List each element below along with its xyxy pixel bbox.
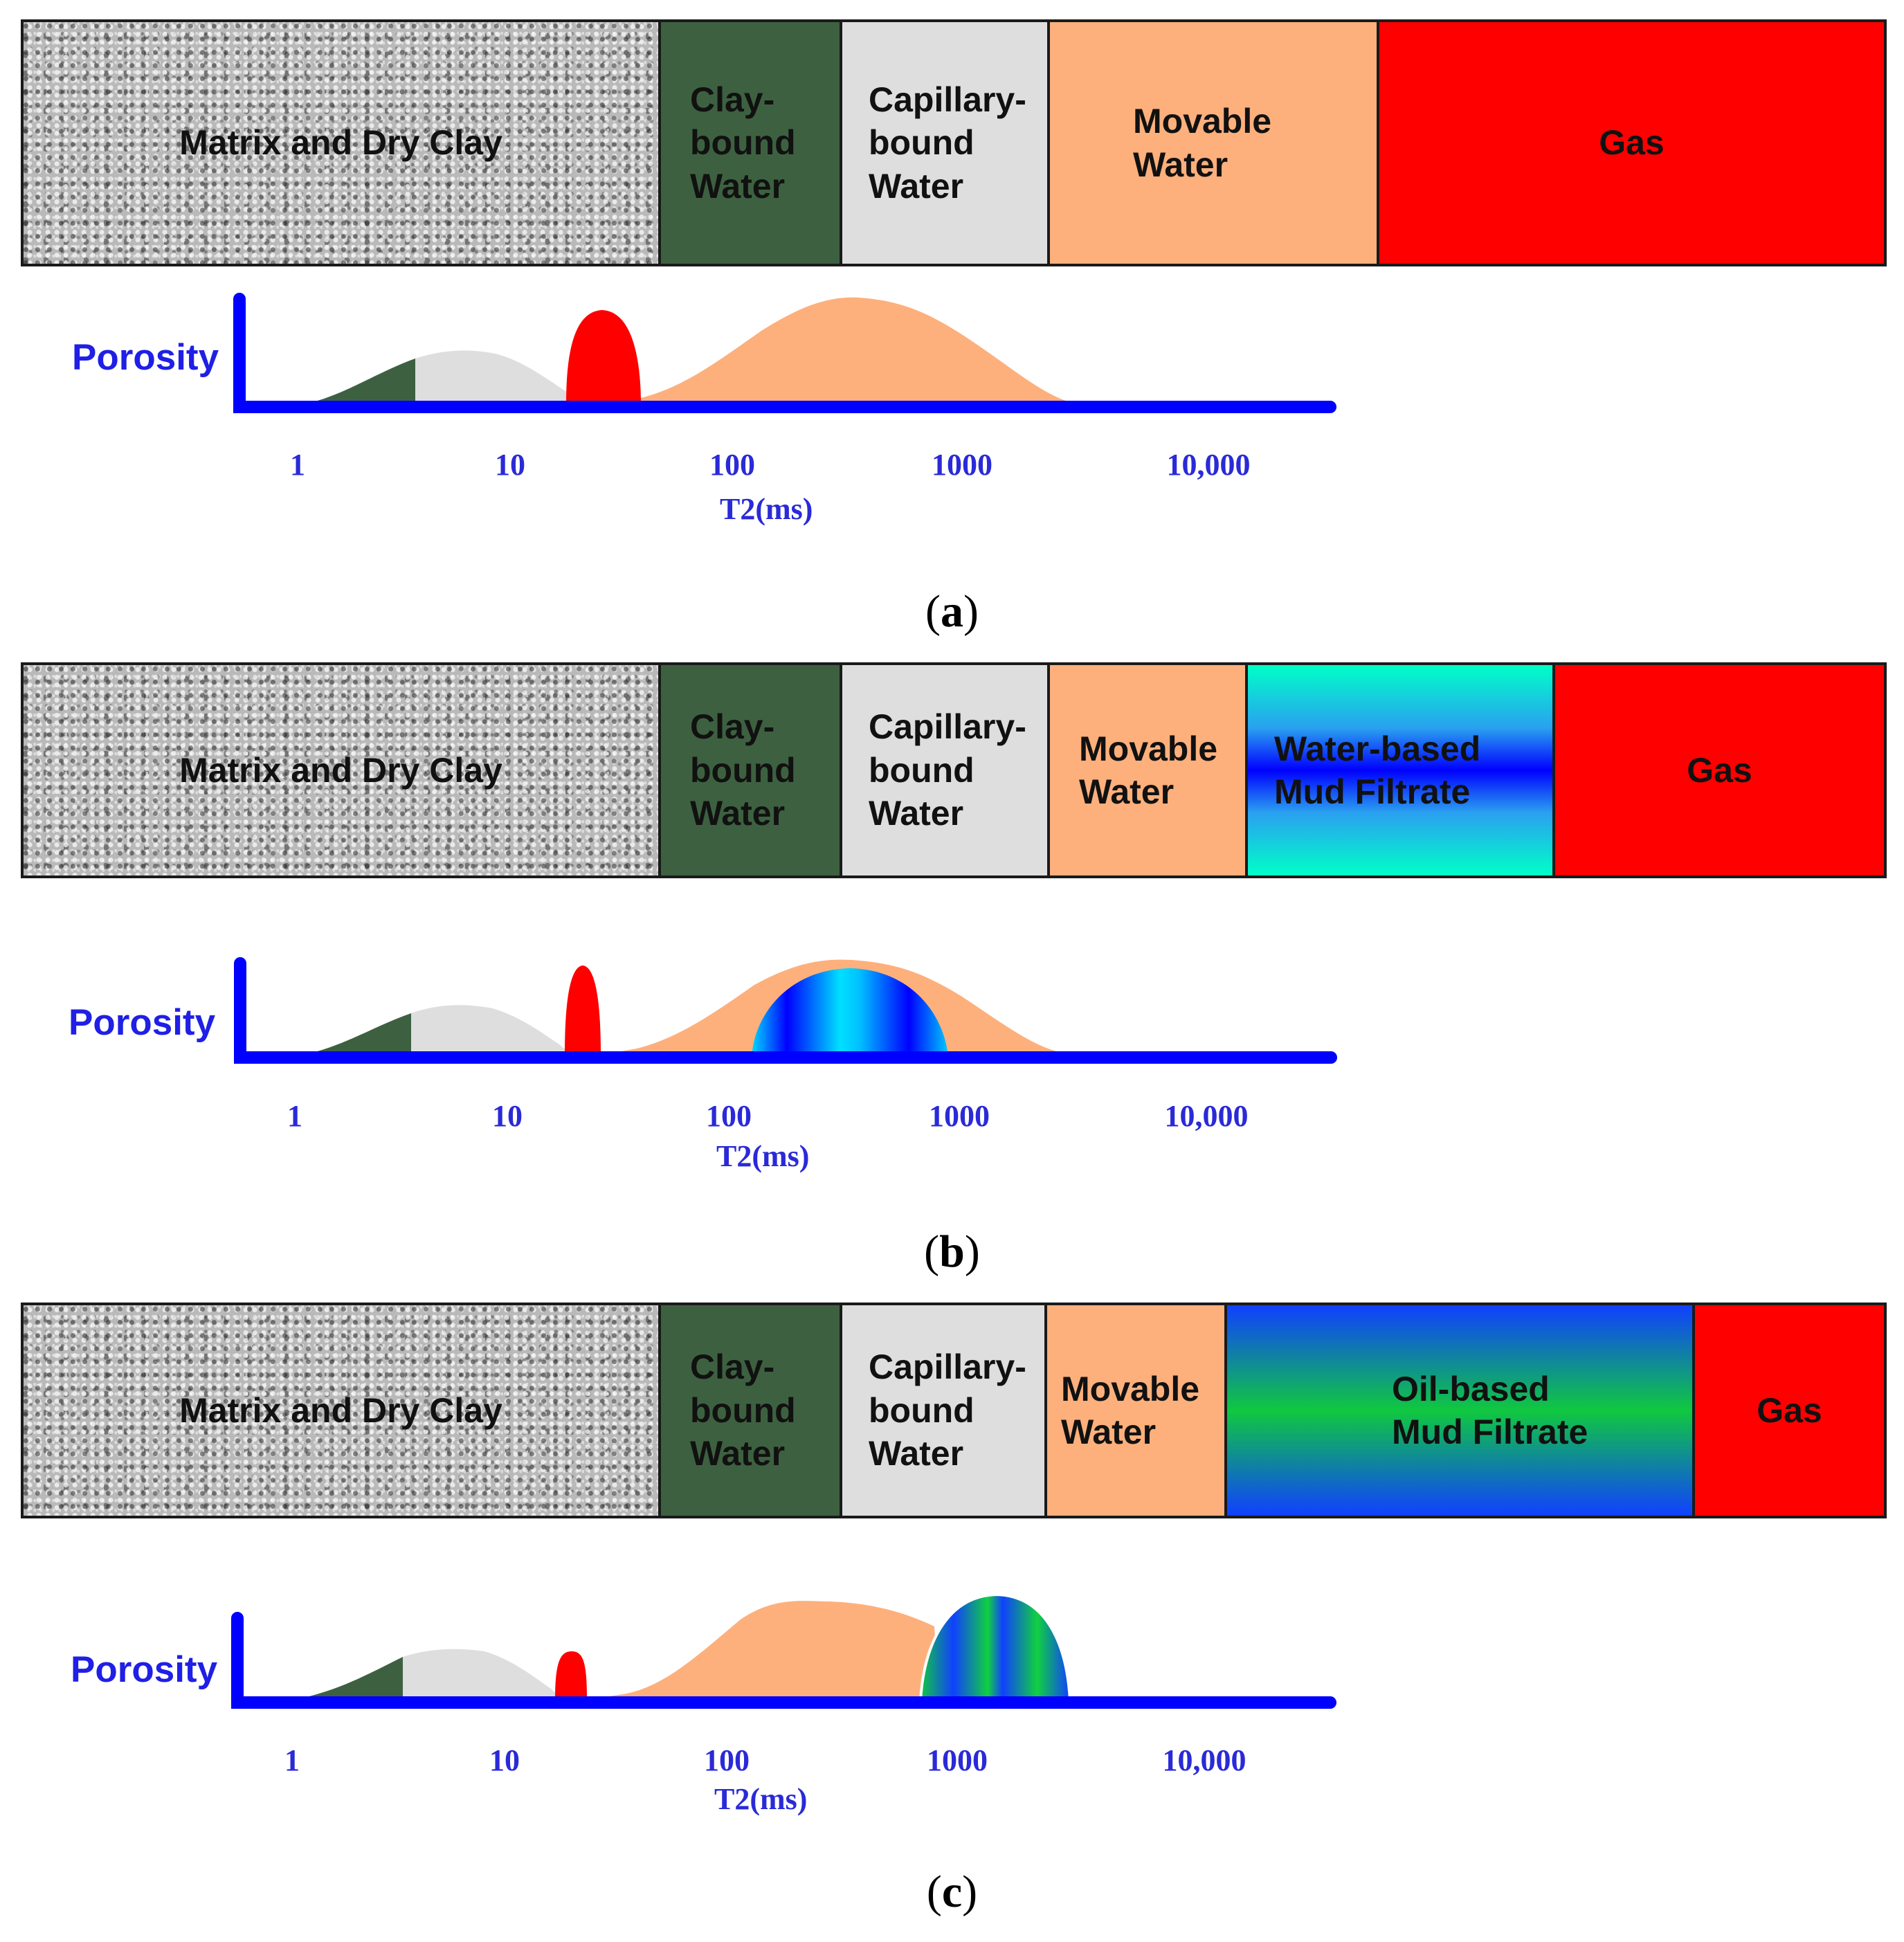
- x-tick-label: 10,000: [1162, 1743, 1246, 1777]
- x-tick-label: 10: [492, 1099, 523, 1133]
- segment-gas: Gas: [1379, 22, 1884, 264]
- x-axis-label: T2(ms): [720, 492, 813, 526]
- segment-label: Matrix and Dry Clay: [179, 1390, 502, 1430]
- segment-label: Movable Water: [1133, 102, 1272, 184]
- x-tick-label: 1000: [927, 1743, 988, 1777]
- segment-label: Capillary- bound Water: [869, 707, 1026, 833]
- segment-clay-bound-water: Clay- bound Water: [661, 1305, 842, 1516]
- t2-distribution-plot: [234, 957, 1337, 1064]
- segment-label: Capillary- bound Water: [869, 1347, 1026, 1473]
- x-tick-label: 10: [489, 1743, 520, 1777]
- segment-label: Movable Water: [1061, 1369, 1200, 1452]
- segment-gas: Gas: [1695, 1305, 1884, 1516]
- gas-peak: [565, 965, 601, 1055]
- segment-oil-based-mud-filtrate: Oil-based Mud Filtrate: [1227, 1305, 1695, 1516]
- t2-distribution-plot: [231, 1592, 1336, 1709]
- x-axis-label: T2(ms): [714, 1782, 808, 1816]
- capillary-bound-peak: [411, 1005, 572, 1055]
- x-tick-label: 1000: [929, 1099, 990, 1133]
- x-tick-label: 1: [287, 1099, 302, 1133]
- x-axis-label: T2(ms): [716, 1139, 810, 1173]
- panel-b: Matrix and Dry Clay Clay- bound Water Ca…: [0, 647, 1904, 1294]
- segment-capillary-bound-water: Capillary- bound Water: [842, 1305, 1047, 1516]
- caption-letter: a: [941, 586, 963, 637]
- x-tick-label: 100: [709, 448, 755, 482]
- segment-matrix-dry-clay: Matrix and Dry Clay: [24, 22, 661, 264]
- y-axis-label: Porosity: [69, 1002, 216, 1043]
- caption-letter: b: [939, 1226, 965, 1277]
- caption-open: (: [925, 586, 941, 637]
- gas-peak: [566, 310, 641, 404]
- fluid-composition-bar: Matrix and Dry Clay Clay- bound Water Ca…: [21, 662, 1887, 878]
- x-tick-label: 10,000: [1164, 1099, 1249, 1133]
- x-tick-label: 1: [284, 1743, 300, 1777]
- x-tick-label: 100: [706, 1099, 752, 1133]
- segment-gas: Gas: [1555, 665, 1884, 875]
- segment-label: Matrix and Dry Clay: [179, 123, 502, 163]
- y-axis-label: Porosity: [71, 1649, 218, 1690]
- y-axis-label: Porosity: [72, 337, 219, 378]
- caption-close: ): [962, 1867, 978, 1917]
- panel-a: Matrix and Dry Clay Clay- bound Water Ca…: [0, 0, 1904, 647]
- panel-caption: (c): [0, 1866, 1904, 1918]
- water-based-filtrate-peak: [752, 968, 948, 1057]
- fluid-composition-bar: Matrix and Dry Clay Clay- bound Water Ca…: [21, 19, 1887, 266]
- porosity-axis: [233, 293, 1336, 413]
- caption-letter: c: [941, 1867, 963, 1917]
- segment-matrix-dry-clay: Matrix and Dry Clay: [24, 1305, 661, 1516]
- segment-label: Oil-based Mud Filtrate: [1392, 1369, 1588, 1452]
- caption-open: (: [924, 1226, 940, 1277]
- x-tick-label: 1000: [932, 448, 992, 482]
- segment-matrix-dry-clay: Matrix and Dry Clay: [24, 665, 661, 875]
- segment-label: Clay- bound Water: [690, 80, 796, 206]
- movable-water-peak: [609, 297, 1080, 404]
- segment-water-based-mud-filtrate: Water-based Mud Filtrate: [1248, 665, 1555, 875]
- t2-distribution-plot: [233, 293, 1336, 413]
- clay-bound-peak: [305, 359, 415, 404]
- segment-movable-water: Movable Water: [1047, 1305, 1227, 1516]
- panel-caption: (b): [0, 1226, 1904, 1278]
- caption-close: ): [963, 586, 979, 637]
- capillary-bound-peak: [415, 350, 581, 404]
- segment-label: Capillary- bound Water: [869, 80, 1026, 206]
- gas-peak: [555, 1651, 587, 1699]
- clay-bound-peak: [305, 1013, 411, 1055]
- clay-bound-peak: [298, 1657, 403, 1699]
- movable-water-peak: [590, 1601, 939, 1699]
- caption-open: (: [926, 1867, 942, 1917]
- segment-movable-water: Movable Water: [1050, 665, 1248, 875]
- porosity-axis: [231, 1612, 1336, 1709]
- segment-movable-water: Movable Water: [1050, 22, 1379, 264]
- segment-clay-bound-water: Clay- bound Water: [661, 665, 842, 875]
- segment-capillary-bound-water: Capillary- bound Water: [842, 665, 1050, 875]
- oil-based-filtrate-peak: [918, 1592, 1072, 1703]
- segment-label: Clay- bound Water: [690, 707, 796, 833]
- segment-label: Matrix and Dry Clay: [179, 750, 502, 790]
- segment-label: Water-based Mud Filtrate: [1274, 729, 1481, 812]
- x-tick-label: 10,000: [1166, 448, 1251, 482]
- segment-label: Gas: [1757, 1390, 1822, 1430]
- x-tick-label: 10: [495, 448, 525, 482]
- segment-label: Gas: [1599, 123, 1665, 163]
- segment-label: Gas: [1687, 750, 1752, 790]
- x-tick-label: 1: [290, 448, 305, 482]
- segment-label: Clay- bound Water: [690, 1347, 796, 1473]
- panel-caption: (a): [0, 586, 1904, 638]
- porosity-axis: [234, 957, 1337, 1064]
- segment-clay-bound-water: Clay- bound Water: [661, 22, 842, 264]
- x-tick-label: 100: [704, 1743, 750, 1777]
- caption-close: ): [964, 1226, 980, 1277]
- capillary-bound-peak: [403, 1649, 562, 1699]
- fluid-composition-bar: Matrix and Dry Clay Clay- bound Water Ca…: [21, 1303, 1887, 1518]
- segment-label: Movable Water: [1079, 729, 1218, 812]
- segment-capillary-bound-water: Capillary- bound Water: [842, 22, 1050, 264]
- panel-c: Matrix and Dry Clay Clay- bound Water Ca…: [0, 1294, 1904, 1941]
